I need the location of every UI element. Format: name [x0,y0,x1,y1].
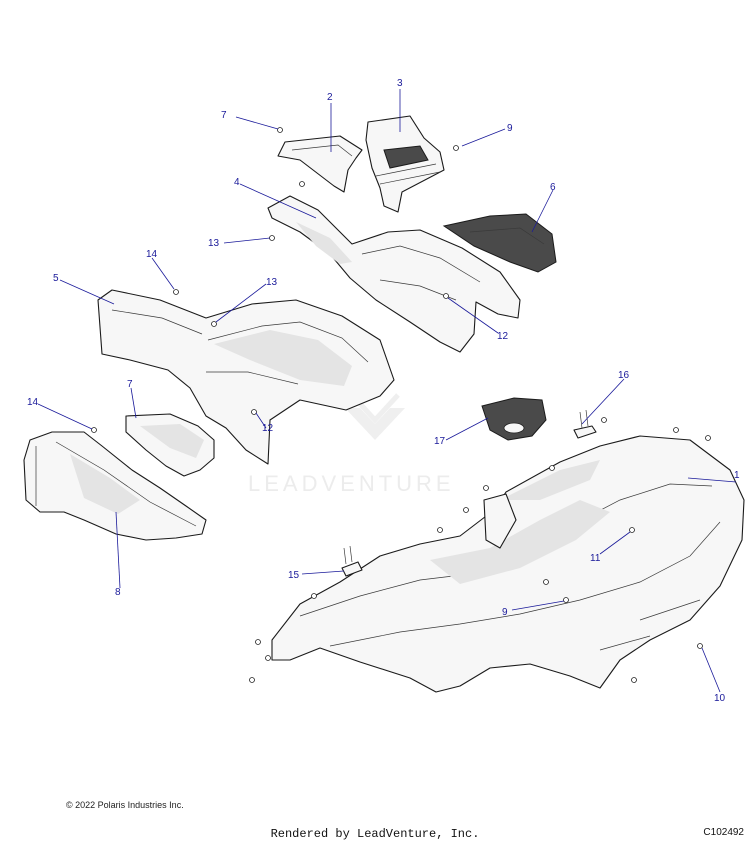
callout-12-right: 12 [497,331,509,342]
side-panel-part [23,431,207,541]
clip-part-16 [573,409,597,439]
fasteners [91,127,711,683]
callout-11: 11 [590,553,601,564]
clip-part-15 [341,545,363,577]
console-housing-part [365,115,445,213]
rear-fender-panel-part [97,289,395,465]
copyright-notice: © 2022 Polaris Industries Inc. [66,800,184,810]
leadventure-watermark: LEADVENTURE [248,393,455,496]
callout-numbers: 7 2 3 9 4 6 14 13 5 13 12 7 12 14 16 17 … [27,78,740,704]
callout-14-mid: 14 [146,249,158,260]
callout-14-top: 7 [221,110,227,121]
callout-9-top: 9 [507,123,513,134]
callout-8: 8 [115,587,121,598]
callout-13-upper: 13 [208,238,220,249]
callout-10: 10 [714,693,726,704]
callout-1: 1 [734,470,740,481]
callout-2: 2 [327,92,333,103]
callout-3: 3 [397,78,403,89]
callout-4: 4 [234,177,240,188]
callout-13-lower: 13 [266,277,278,288]
callout-17: 17 [434,436,446,447]
callout-16: 16 [618,370,630,381]
callout-9-bottom: 9 [502,607,508,618]
callout-7: 7 [127,379,133,390]
callout-14-left: 14 [27,397,39,408]
center-panel-part [267,195,521,353]
callout-6: 6 [550,182,556,193]
drawing-code: C102492 [703,827,744,838]
bracket-part [277,135,363,193]
side-shield-part [442,213,557,273]
front-body-panel-part [271,435,745,693]
cover-part [481,397,547,441]
leader-lines [37,89,737,693]
callout-5: 5 [53,273,59,284]
callout-12-left: 12 [262,423,274,434]
callout-15: 15 [288,570,300,581]
inner-guard-part [125,413,215,477]
rendered-by-credit: Rendered by LeadVenture, Inc. [270,827,480,841]
watermark-text: LEADVENTURE [248,471,455,496]
